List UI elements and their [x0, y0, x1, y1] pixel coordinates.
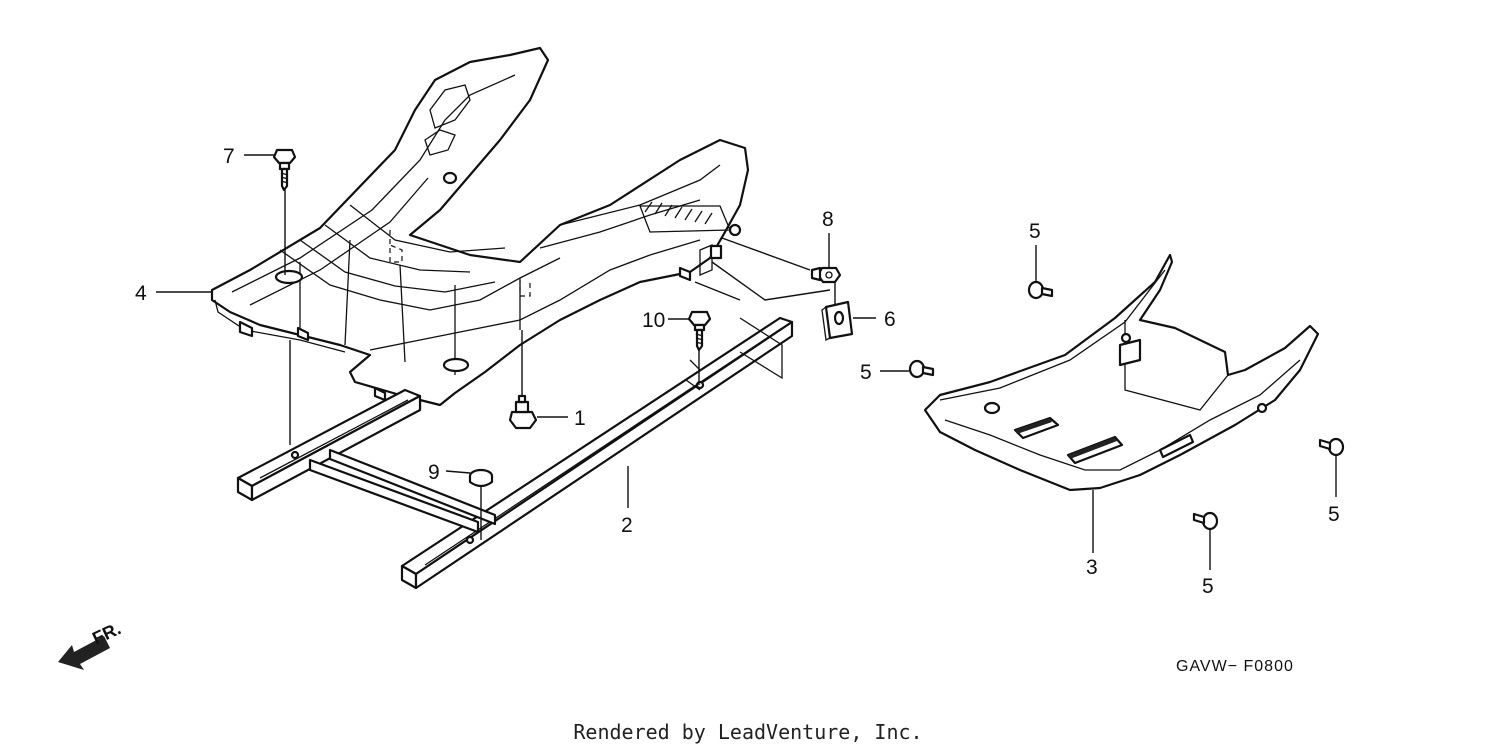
arrow-left-icon [58, 636, 110, 670]
callout-leaders [156, 154, 1337, 570]
bolt-part-10[interactable] [687, 310, 712, 352]
clip-part-6[interactable] [821, 300, 854, 341]
alignment-lines [284, 190, 836, 540]
callout-1: 1 [574, 407, 586, 430]
footer-credit: Rendered by LeadVenture, Inc. [573, 720, 922, 744]
nut-part-1[interactable] [508, 394, 538, 430]
callout-10: 10 [642, 309, 665, 332]
callout-7: 7 [223, 145, 235, 168]
callout-6: 6 [884, 308, 896, 331]
callout-4: 4 [135, 282, 147, 305]
callout-5-bottom: 5 [1202, 575, 1214, 598]
grommet-part-9[interactable] [468, 468, 494, 488]
callout-3: 3 [1086, 556, 1098, 579]
callout-numbers: 7 4 10 1 9 2 8 6 5 5 3 5 5 [135, 145, 1340, 598]
frame-rail-part-2[interactable] [236, 316, 794, 590]
screw-part-5-a[interactable] [1027, 280, 1054, 300]
screw-part-5-d[interactable] [1192, 511, 1219, 531]
floor-panel-part-4[interactable] [210, 46, 750, 410]
callout-2: 2 [621, 514, 633, 537]
nut-part-8[interactable] [810, 266, 842, 284]
screw-part-5-b[interactable] [908, 359, 935, 379]
callout-5-right: 5 [1328, 503, 1340, 526]
callout-9: 9 [428, 461, 440, 484]
under-cover-part-3[interactable] [923, 253, 1320, 492]
bolt-part-7[interactable] [272, 148, 297, 192]
callout-8: 8 [822, 208, 834, 231]
drawing-code: GAVW− F0800 [1176, 658, 1294, 675]
callout-5-top: 5 [1029, 220, 1041, 243]
screw-part-5-c[interactable] [1318, 437, 1345, 457]
callout-5-left: 5 [860, 361, 872, 384]
front-direction-arrow: FR. [58, 618, 124, 670]
